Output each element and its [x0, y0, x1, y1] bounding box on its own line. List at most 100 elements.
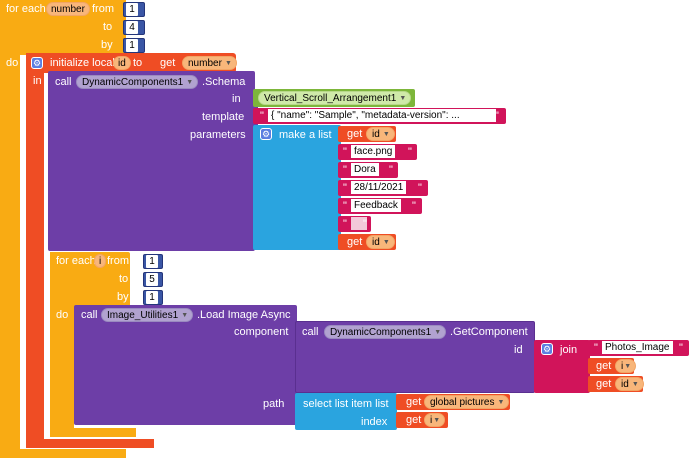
- get-number-dropdown[interactable]: number▼: [182, 56, 237, 70]
- select-list-item-label: select list item list: [303, 398, 389, 410]
- get-label: get: [347, 236, 363, 248]
- gear-icon[interactable]: ⚙: [541, 343, 553, 355]
- schema-parameters-label: parameters: [190, 129, 246, 141]
- get-number-block[interactable]: get number▼: [150, 55, 237, 71]
- quote-close: ": [412, 200, 416, 212]
- local-var-id-field[interactable]: id: [113, 56, 131, 70]
- dropdown-arrow-icon: ▼: [399, 95, 407, 102]
- dropdown-arrow-icon: ▼: [382, 239, 390, 246]
- dropdown-arrow-icon: ▼: [624, 363, 632, 370]
- quote-close: ": [418, 182, 422, 194]
- quote-close: ": [408, 146, 412, 158]
- get-label: get: [596, 378, 612, 390]
- global-pictures-value: global pictures: [430, 397, 495, 408]
- join-get-id-block[interactable]: get id▼: [588, 376, 644, 392]
- i-by-number-block[interactable]: 1: [143, 290, 163, 305]
- get-id-value: id: [372, 129, 380, 140]
- get-id-dropdown[interactable]: id▼: [366, 235, 395, 249]
- i-to-number-value[interactable]: 5: [146, 273, 158, 286]
- dropdown-arrow-icon: ▼: [631, 381, 639, 388]
- by-number-block[interactable]: 1: [123, 38, 145, 53]
- quote-close: ": [363, 218, 367, 230]
- global-pictures-dropdown[interactable]: global pictures▼: [424, 395, 510, 409]
- join-text-string[interactable]: " Photos_Image ": [588, 340, 689, 356]
- schema-in-label: in: [232, 93, 241, 105]
- dropdown-arrow-icon: ▼: [434, 329, 442, 336]
- i-to-number-block[interactable]: 5: [143, 272, 163, 287]
- get-i-dropdown[interactable]: i▼: [615, 359, 637, 373]
- do-label: do: [56, 309, 69, 321]
- arrangement-value: Vertical_Scroll_Arrangement1: [264, 93, 397, 104]
- template-string-block[interactable]: " { "name": "Sample", "metadata-version"…: [253, 108, 506, 124]
- get-id-dropdown[interactable]: id▼: [366, 127, 395, 141]
- in-label: in: [33, 75, 42, 87]
- dropdown-arrow-icon: ▼: [433, 417, 441, 424]
- template-string-value[interactable]: { "name": "Sample", "metadata-version": …: [268, 109, 496, 122]
- list-item-get-id-2[interactable]: get id▼: [338, 234, 396, 250]
- dropdown-arrow-icon: ▼: [382, 131, 390, 138]
- date-string-value[interactable]: 28/11/2021: [351, 181, 407, 194]
- dora-string-value[interactable]: Dora: [351, 163, 379, 176]
- i-by-number-value[interactable]: 1: [146, 291, 158, 304]
- index-label: index: [361, 416, 388, 428]
- schema-call-block[interactable]: [48, 71, 255, 251]
- get-i-index-block[interactable]: get i▼: [396, 412, 448, 428]
- get-i-dropdown[interactable]: i▼: [424, 413, 446, 427]
- face-string-value[interactable]: face.png: [351, 145, 396, 158]
- i-from-number-block[interactable]: 1: [143, 254, 163, 269]
- for-each-i-left: [50, 252, 74, 437]
- for-each-i-bottom: [50, 428, 136, 437]
- by-label: by: [117, 291, 129, 303]
- empty-string-value[interactable]: [351, 217, 367, 230]
- initialize-local-left: [26, 53, 44, 439]
- schema-call-label: call: [55, 76, 72, 88]
- load-image-call-block[interactable]: [74, 305, 297, 425]
- i-from-number-value[interactable]: 1: [146, 255, 158, 268]
- get-id-dropdown[interactable]: id▼: [615, 377, 644, 391]
- arrangement-component-block[interactable]: Vertical_Scroll_Arrangement1▼: [253, 89, 415, 107]
- gear-icon[interactable]: ⚙: [31, 57, 43, 69]
- for-each-number-inner-left: [0, 55, 20, 455]
- init-to-label: to: [133, 57, 143, 69]
- quote-open: ": [594, 342, 598, 354]
- for-each-i-label: for each: [56, 255, 96, 267]
- quote-open: ": [343, 146, 347, 158]
- list-item-date-string[interactable]: " 28/11/2021 ": [338, 180, 428, 196]
- get-global-pictures-block[interactable]: get global pictures▼: [396, 394, 510, 410]
- feedback-string-value[interactable]: Feedback: [351, 199, 401, 212]
- list-item-face-string[interactable]: " face.png ": [338, 144, 417, 160]
- to-number-value[interactable]: 4: [126, 21, 138, 34]
- join-get-i-block[interactable]: get i▼: [588, 358, 637, 374]
- gear-icon[interactable]: ⚙: [260, 128, 272, 140]
- join-text-value[interactable]: Photos_Image: [602, 341, 673, 354]
- list-item-dora-string[interactable]: " Dora ": [338, 162, 398, 178]
- dropdown-arrow-icon: ▼: [181, 312, 189, 319]
- get-component-dropdown[interactable]: DynamicComponents1▼: [324, 325, 447, 339]
- from-number-value[interactable]: 1: [126, 3, 138, 16]
- make-a-list-block[interactable]: [253, 125, 341, 250]
- schema-method-label: .Schema: [202, 76, 246, 88]
- list-item-feedback-string[interactable]: " Feedback ": [338, 198, 422, 214]
- schema-component-dropdown[interactable]: DynamicComponents1▼: [76, 75, 199, 89]
- var-number-field[interactable]: number: [46, 2, 90, 16]
- list-item-get-id-1[interactable]: get id▼: [338, 126, 396, 142]
- schema-template-label: template: [202, 111, 245, 123]
- join-label: join: [560, 344, 578, 356]
- get-component-method: .GetComponent: [450, 326, 528, 338]
- select-list-item-block[interactable]: [295, 393, 397, 430]
- to-number-block[interactable]: 4: [123, 20, 145, 35]
- quote-close: ": [679, 342, 683, 354]
- do-label: do: [6, 57, 19, 69]
- var-i-field[interactable]: i: [94, 254, 107, 268]
- id-label: id: [514, 344, 523, 356]
- by-number-value[interactable]: 1: [126, 39, 138, 52]
- get-number-value: number: [188, 58, 222, 69]
- get-label: get: [347, 128, 363, 140]
- image-utilities-dropdown[interactable]: Image_Utilities1▼: [101, 308, 194, 322]
- list-item-empty-string[interactable]: " ": [338, 216, 371, 232]
- quote-open: ": [343, 200, 347, 212]
- to-label: to: [119, 273, 129, 285]
- quote-close: ": [389, 164, 393, 176]
- arrangement-dropdown[interactable]: Vertical_Scroll_Arrangement1▼: [258, 91, 412, 105]
- from-number-block[interactable]: 1: [123, 2, 145, 17]
